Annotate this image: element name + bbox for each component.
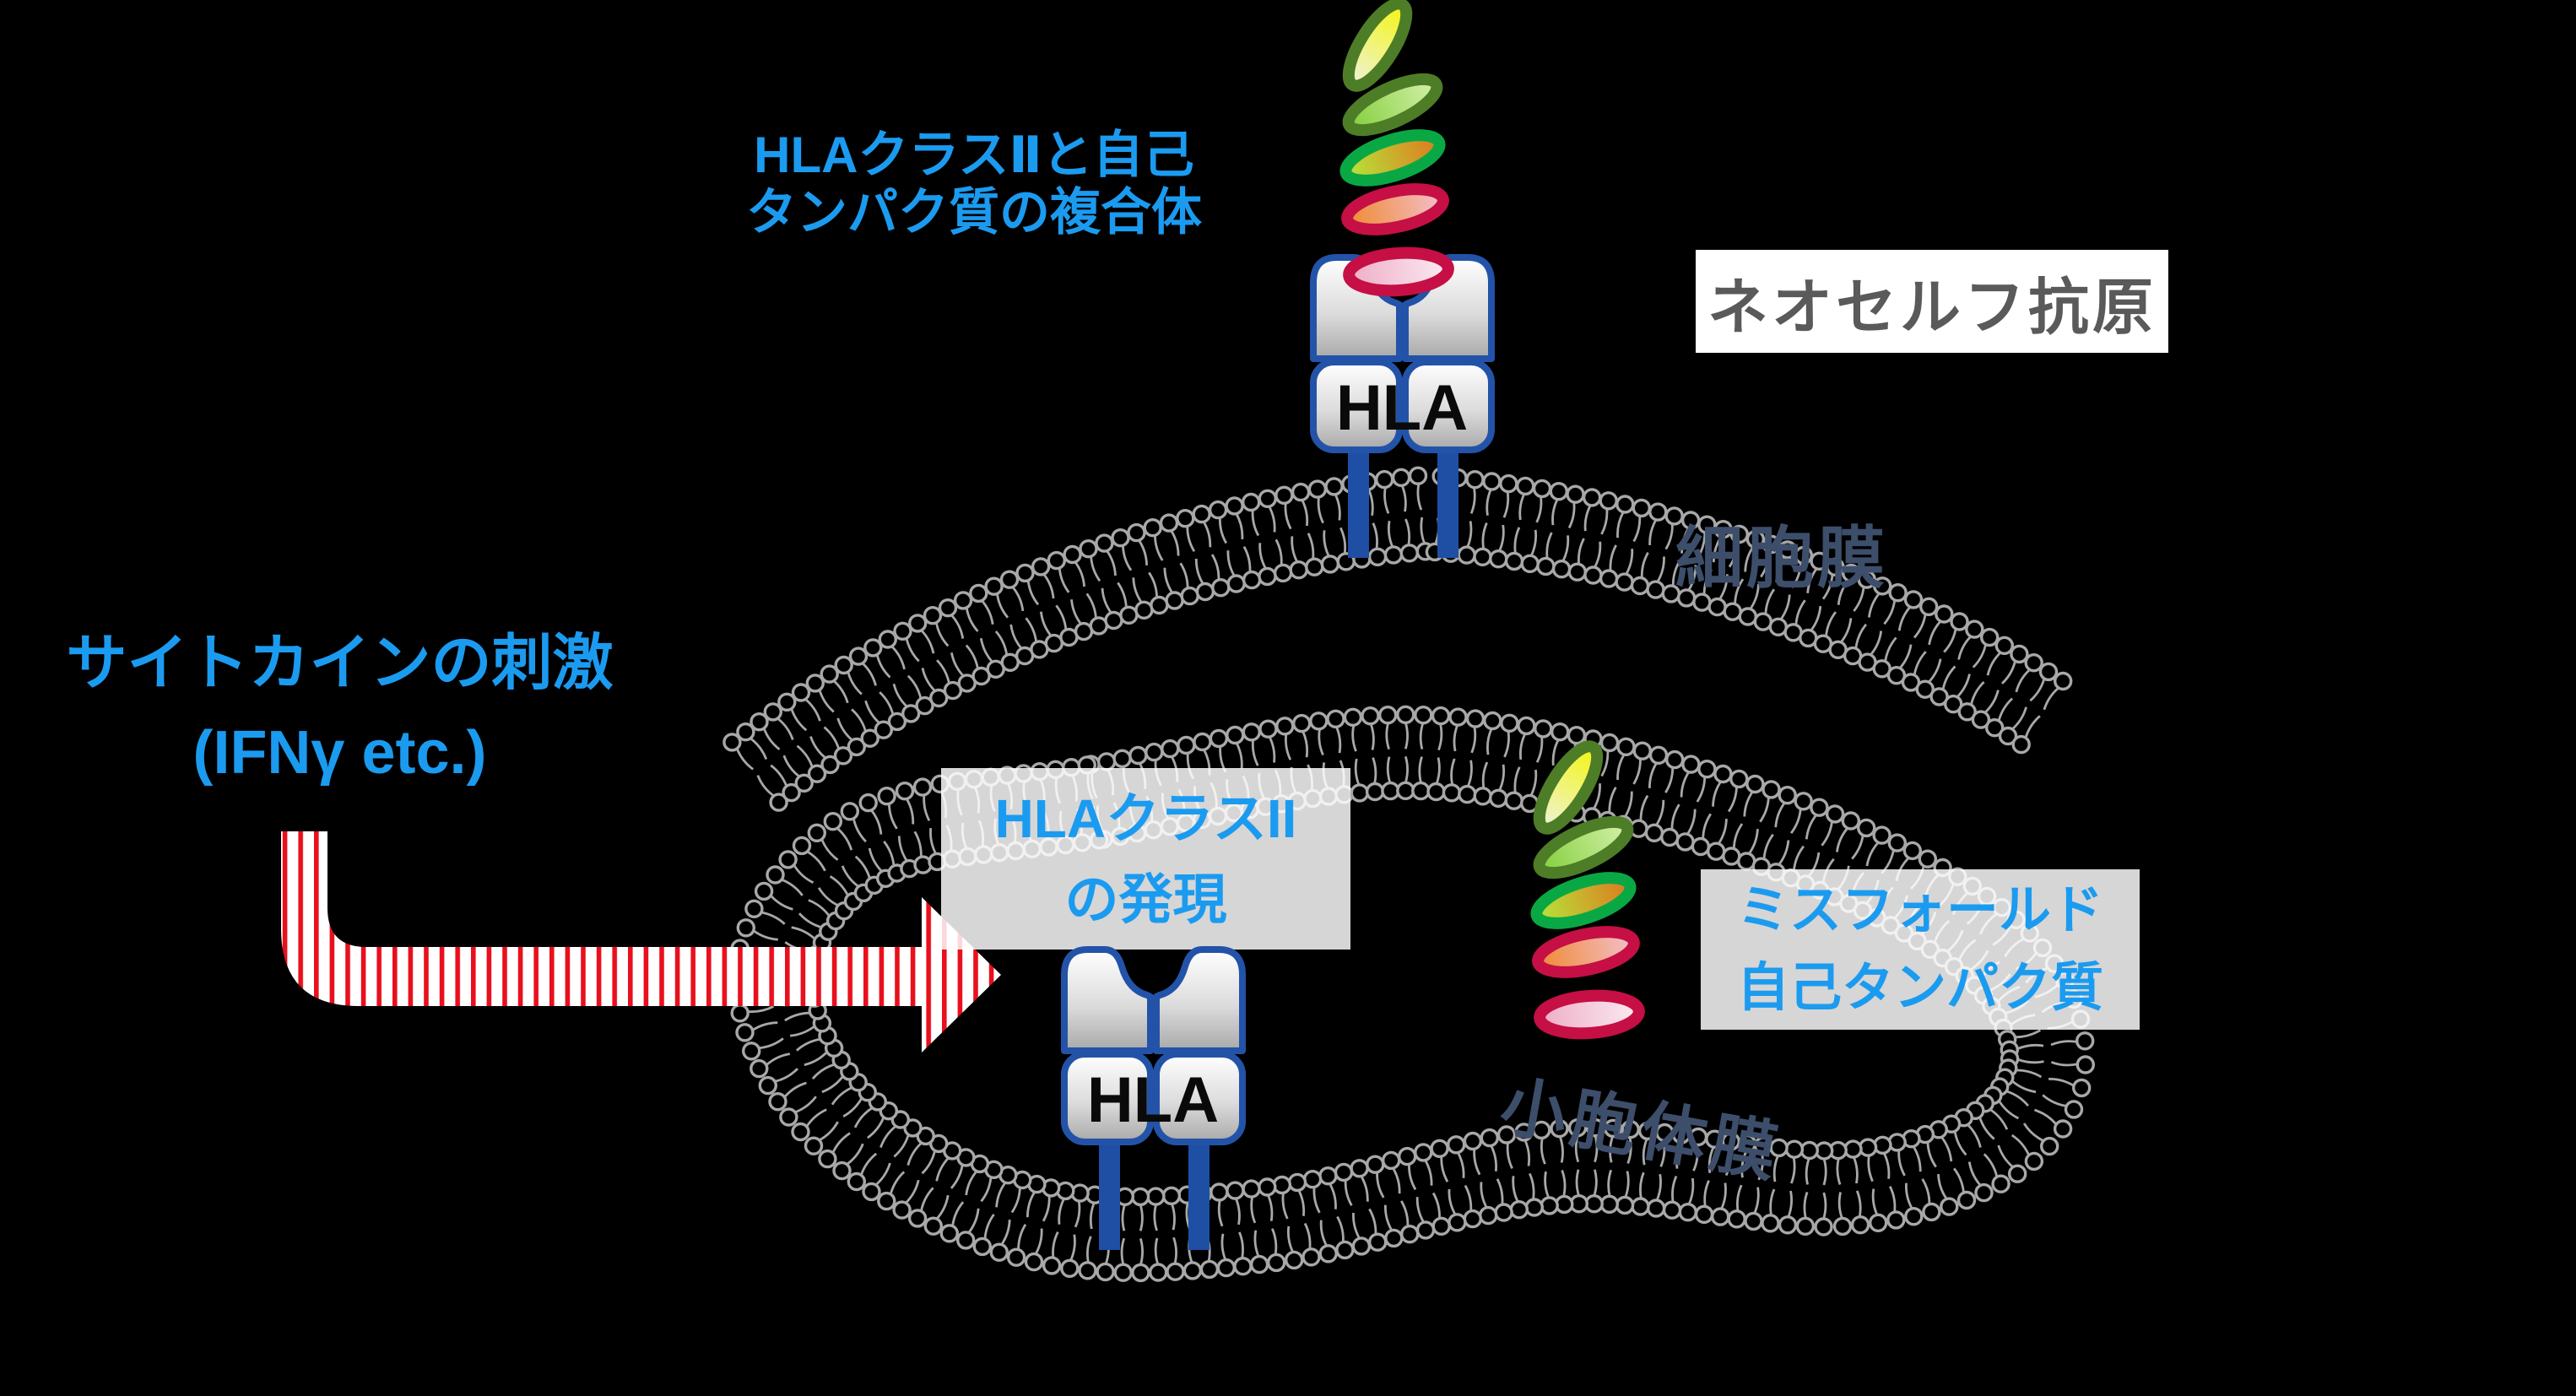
complex-title-line2: タンパク質の複合体 xyxy=(746,184,1202,241)
hla-expression-line2: の発現 xyxy=(1064,868,1227,930)
misfold-line2: 自己タンパク質 xyxy=(1736,959,2103,1017)
cytokine-line1: サイトカインの刺激 xyxy=(66,630,614,697)
neoself-antigen-box: ネオセルフ抗原 xyxy=(1696,250,2168,353)
hla-expression-box: HLAクラスII の発現 xyxy=(941,768,1350,950)
lipid-bilayer-membranes xyxy=(722,466,2096,1283)
cytokine-line2: (IFNγ etc.) xyxy=(192,719,487,787)
cytokine-stimulus-arrow xyxy=(281,831,1001,1052)
misfolded-protein-box: ミスフォールド 自己タンパク質 xyxy=(1701,869,2140,1030)
cytokine-stimulus-label: サイトカインの刺激 (IFNγ etc.) xyxy=(25,619,654,798)
hla-class2-er-membrane xyxy=(1064,950,1242,1250)
misfold-line1: ミスフォールド xyxy=(1736,881,2103,939)
complex-title: HLAクラスⅡと自己 タンパク質の複合体 xyxy=(679,127,1269,241)
neoself-antigen-label: ネオセルフ抗原 xyxy=(1707,273,2157,342)
hla-expression-line1: HLAクラスII xyxy=(994,787,1297,849)
complex-title-line1: HLAクラスⅡと自己 xyxy=(754,127,1194,183)
cell-membrane-label: 細胞膜 xyxy=(1675,521,1888,596)
